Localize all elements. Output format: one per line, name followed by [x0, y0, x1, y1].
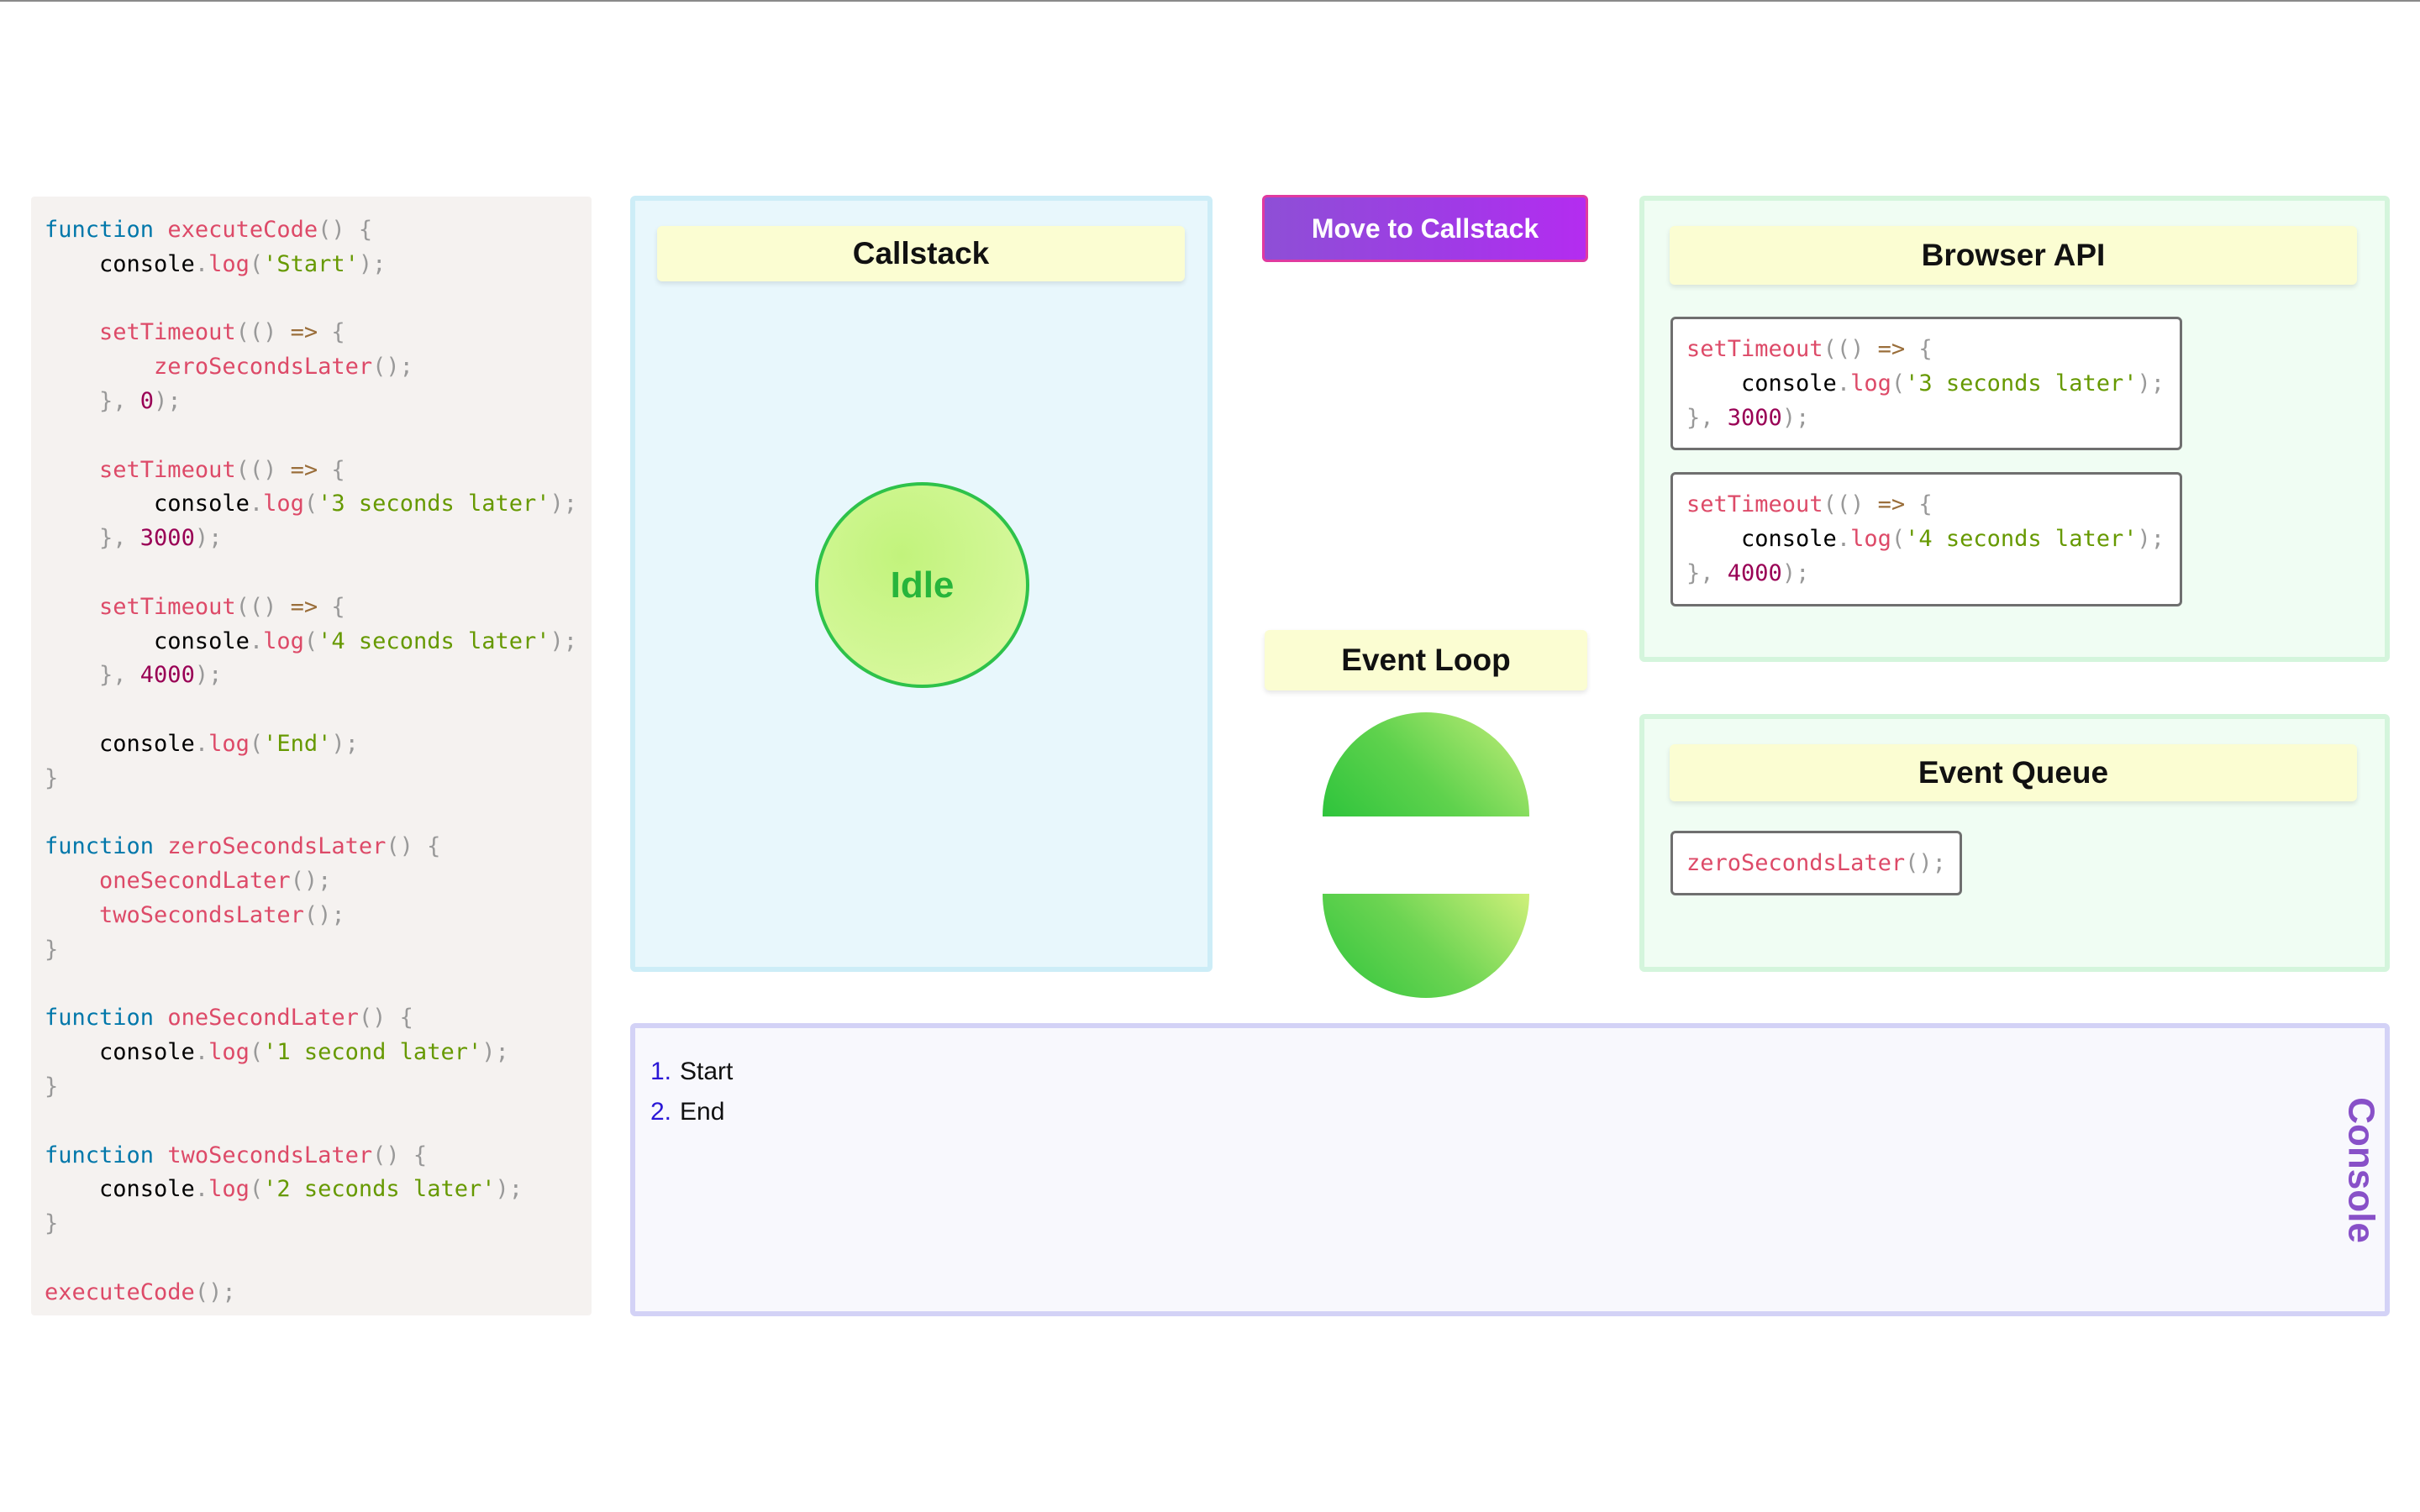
code-line [45, 1105, 578, 1139]
console-line-text: End [680, 1098, 725, 1126]
code-line [45, 796, 578, 831]
browser-api-panel: Browser API setTimeout(() => { console.l… [1639, 196, 2390, 662]
code-line: function zeroSecondsLater() { [45, 833, 441, 860]
code-line [45, 693, 578, 727]
idle-label: Idle [890, 564, 955, 606]
browser-api-title: Browser API [1670, 226, 2357, 285]
code-line: console.log('2 seconds later'); [45, 1176, 523, 1203]
code-line: function oneSecondLater() { [45, 1005, 413, 1032]
code-line: }, 3000); [1686, 404, 1810, 431]
code-line [45, 282, 578, 317]
console-line: 2. End [650, 1092, 733, 1132]
code-line: setTimeout(() => { [99, 319, 345, 346]
console-label: Console [2341, 1096, 2382, 1243]
move-to-callstack-button[interactable]: Move to Callstack [1262, 195, 1588, 262]
callstack-title: Callstack [657, 226, 1185, 281]
code-line: setTimeout(() => { [1686, 491, 1933, 517]
browser-api-timer-card: setTimeout(() => { console.log('4 second… [1670, 472, 2182, 606]
event-queue-panel: Event Queue zeroSecondsLater(); [1639, 714, 2390, 972]
code-line: executeCode(); [45, 1278, 236, 1305]
code-line: } [45, 764, 59, 791]
code-line [45, 419, 578, 454]
console-line-number: 1. [650, 1058, 672, 1085]
callstack-panel: Callstack Idle [630, 196, 1213, 972]
code-line [45, 1242, 578, 1276]
code-line: }, 0); [45, 387, 182, 414]
source-code-panel: function executeCode() { console.log('St… [31, 197, 592, 1315]
code-line: }, 4000); [45, 662, 223, 689]
event-loop-title: Event Loop [1265, 630, 1587, 690]
code-line: } [45, 1073, 59, 1100]
code-line: function twoSecondsLater() { [45, 1142, 428, 1168]
code-line [45, 556, 578, 591]
code-line: }, 4000); [1686, 559, 1810, 586]
code-line [45, 968, 578, 1002]
code-line: } [45, 936, 59, 963]
browser-api-timer-card: setTimeout(() => { console.log('3 second… [1670, 317, 2182, 450]
code-line: function executeCode() { [45, 217, 373, 243]
code-line: zeroSecondsLater(); [1686, 850, 1946, 876]
event-queue-item: zeroSecondsLater(); [1670, 831, 1962, 895]
event-loop-bottom-half-icon [1323, 894, 1529, 998]
code-line: setTimeout(() => { [99, 593, 345, 620]
code-line: console.log('4 seconds later'); [1686, 525, 2165, 552]
console-output-list: 1. Start 2. End [650, 1052, 733, 1132]
idle-indicator: Idle [815, 482, 1029, 688]
event-loop-top-half-icon [1323, 712, 1529, 816]
code-line: console.log('3 seconds later'); [1686, 370, 2165, 396]
code-line: setTimeout(() => { [99, 456, 345, 483]
code-line: console.log('Start'); [45, 250, 387, 277]
code-line: zeroSecondsLater(); [154, 354, 413, 381]
window-top-border [0, 0, 2420, 2]
console-line-text: Start [680, 1058, 734, 1085]
code-line: console.log('1 second later'); [45, 1039, 509, 1066]
code-line: console.log('End'); [45, 730, 359, 757]
source-code: function executeCode() { console.log('St… [45, 213, 578, 1310]
console-line-number: 2. [650, 1098, 672, 1126]
code-line: console.log('4 seconds later'); [45, 627, 578, 654]
code-line: console.log('3 seconds later'); [45, 491, 578, 517]
code-line: twoSecondsLater(); [99, 901, 345, 928]
console-line: 1. Start [650, 1052, 733, 1092]
code-line: setTimeout(() => { [1686, 336, 1933, 362]
code-line: } [45, 1210, 59, 1237]
code-line: oneSecondLater(); [99, 868, 332, 895]
event-queue-title: Event Queue [1670, 744, 2357, 801]
console-panel: 1. Start 2. End Console [630, 1023, 2390, 1316]
code-line: }, 3000); [45, 525, 223, 552]
